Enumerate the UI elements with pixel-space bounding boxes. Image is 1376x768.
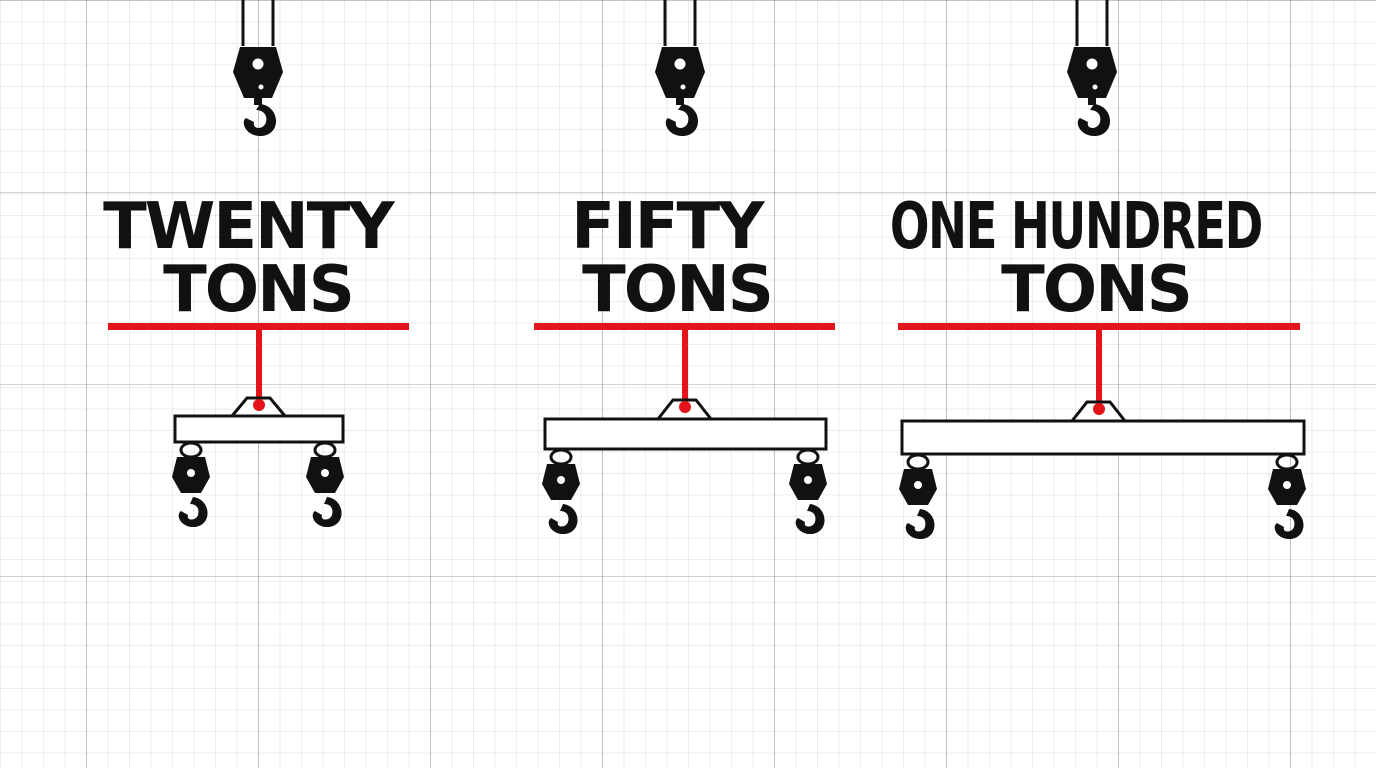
load-limit-bar (108, 323, 409, 330)
spreader-beam-icon (543, 398, 828, 451)
group-twenty-tons: TWENTY TONS (103, 0, 413, 529)
capacity-label-line-1: TWENTY (103, 190, 395, 264)
capacity-label: TWENTY TONS (103, 190, 413, 327)
group-one-hundred-tons: ONE HUNDRED TONS (890, 0, 1308, 541)
suspension-rod (256, 330, 262, 405)
suspension-rod (1096, 330, 1102, 407)
capacity-label-line-1: ONE HUNDRED (890, 190, 1262, 264)
group-fifty-tons: FIFTY TONS (534, 0, 835, 536)
crane-hook-icon (655, 0, 705, 137)
lift-point (253, 399, 265, 411)
lifting-hook-icon (540, 448, 582, 536)
crane-hook-icon (233, 0, 283, 137)
suspension-rod (682, 330, 688, 405)
lifting-hook-icon (897, 453, 939, 541)
lifting-hook-icon (787, 448, 829, 536)
capacity-label-line-2: TONS (582, 253, 772, 327)
lifting-hook-icon (170, 441, 212, 529)
load-limit-bar (534, 323, 835, 330)
crane-hook-icon (1067, 0, 1117, 137)
capacity-label: FIFTY TONS (571, 190, 783, 327)
lifting-hook-icon (304, 441, 346, 529)
lift-point (1093, 403, 1105, 415)
capacity-label-line-1: FIFTY (571, 190, 765, 264)
lifting-hook-icon (1266, 453, 1308, 541)
load-limit-bar (898, 323, 1300, 330)
capacity-label-line-2: TONS (163, 253, 353, 327)
lift-point (679, 401, 691, 413)
spreader-beam-icon (900, 400, 1306, 456)
capacity-label: ONE HUNDRED TONS (890, 190, 1282, 327)
capacity-label-line-2: TONS (1001, 253, 1191, 327)
